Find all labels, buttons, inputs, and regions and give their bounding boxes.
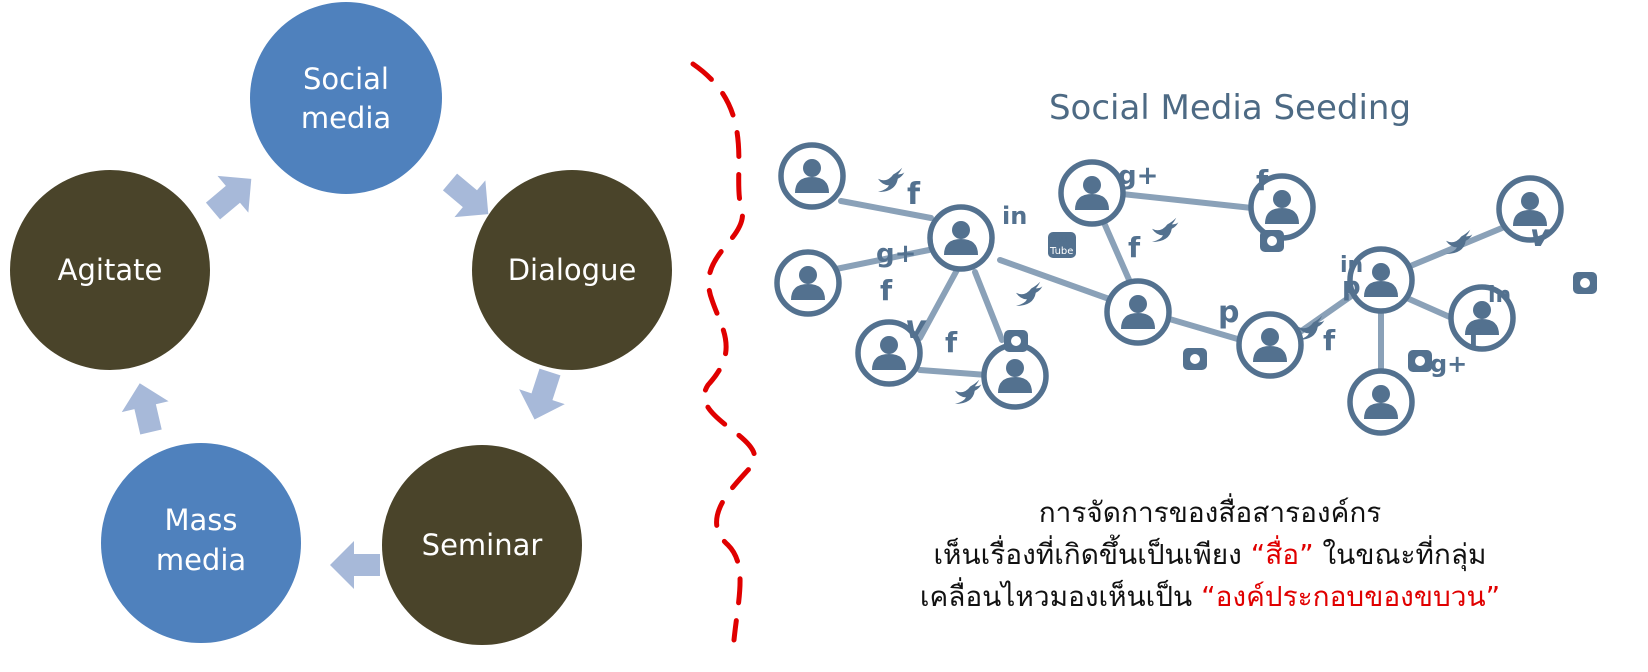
cycle-node-mass-media: Mass media xyxy=(101,443,301,643)
facebook-icon: f xyxy=(945,326,958,359)
twitter-icon xyxy=(1016,281,1043,306)
arrow-social-to-dialogue xyxy=(442,173,489,218)
red-dashed-divider xyxy=(690,61,758,643)
network-persons xyxy=(777,145,1561,433)
node-label-line1: Mass xyxy=(164,503,237,537)
twitter-icon xyxy=(1152,217,1179,242)
linkedin-icon: in xyxy=(1340,253,1363,278)
linkedin-icon: in xyxy=(1002,202,1027,230)
node-label-line2: media xyxy=(301,101,391,135)
person-icon xyxy=(1239,314,1301,376)
node-label: Dialogue xyxy=(508,253,637,287)
youtube-icon-top: You xyxy=(1049,234,1067,245)
network-link xyxy=(1163,315,1244,343)
vimeo-icon: v xyxy=(905,308,927,346)
network-link xyxy=(1405,225,1505,270)
network-link xyxy=(833,247,932,272)
person-icon xyxy=(1061,162,1123,224)
facebook-icon: f xyxy=(907,177,921,212)
node-label: Agitate xyxy=(58,253,163,287)
person-icon xyxy=(1350,371,1412,433)
caption-line-3: เคลื่อนไหวมองเห็นเป็น “องค์ประกอบของขบวน… xyxy=(860,576,1560,618)
node-circle xyxy=(472,170,672,370)
linkedin-icon: in xyxy=(1488,283,1511,308)
network-link xyxy=(917,367,990,378)
facebook-icon: f xyxy=(1323,324,1336,357)
twitter-icon xyxy=(1446,229,1473,254)
facebook-icon: f xyxy=(1128,231,1141,264)
arrow-agitate-to-social xyxy=(205,175,252,220)
caption-line-2-text-a: เห็นเรื่องที่เกิดขึ้นเป็นเพียง xyxy=(933,538,1251,571)
node-circle xyxy=(101,443,301,643)
instagram-icon-lens xyxy=(1267,236,1277,246)
instagram-icon-lens xyxy=(1415,356,1425,366)
pinterest-icon: p xyxy=(1342,272,1361,302)
person-icon xyxy=(1107,281,1169,343)
node-circle xyxy=(10,170,210,370)
facebook-icon: f xyxy=(880,274,893,307)
node-label: Seminar xyxy=(422,528,543,562)
youtube-icon-bottom: Tube xyxy=(1049,246,1073,257)
caption-line-1: การจัดการของสื่อสารองค์กร xyxy=(1038,496,1382,529)
pinterest-icon: p xyxy=(1218,295,1239,330)
arrow-seminar-to-mass xyxy=(330,541,380,589)
caption-line-2: เห็นเรื่องที่เกิดขึ้นเป็นเพียง “สื่อ” ใน… xyxy=(860,534,1560,576)
vimeo-icon: v xyxy=(1530,219,1551,254)
network-link xyxy=(972,269,1005,343)
google-plus-icon: g+ xyxy=(1118,161,1158,191)
twitter-icon xyxy=(1298,315,1325,340)
cycle-node-social-media: Social media xyxy=(250,2,442,194)
node-circle xyxy=(250,2,442,194)
network-link xyxy=(1297,289,1360,335)
twitter-icon xyxy=(878,167,905,192)
instagram-icon-lens xyxy=(1580,278,1590,288)
network-link xyxy=(917,267,960,341)
google-plus-icon: g+ xyxy=(1430,350,1467,378)
caption-highlight-movement: “องค์ประกอบของขบวน” xyxy=(1201,580,1501,613)
network-link xyxy=(1102,222,1133,285)
cycle-arrows xyxy=(121,173,565,589)
cycle-node-dialogue: Dialogue xyxy=(472,170,672,370)
facebook-icon: f xyxy=(1256,164,1269,197)
network-link xyxy=(1119,191,1255,211)
google-plus-icon: g+ xyxy=(876,239,916,269)
instagram-icon-lens xyxy=(1011,336,1021,346)
person-icon xyxy=(984,345,1046,407)
network-link xyxy=(997,257,1115,303)
person-icon xyxy=(777,252,839,314)
caption-highlight-media: “สื่อ” xyxy=(1250,538,1314,571)
cycle-node-seminar: Seminar xyxy=(382,445,582,645)
person-icon xyxy=(930,207,992,269)
caption-line-2-text-b: ในขณะที่กลุ่ม xyxy=(1313,538,1487,571)
arrow-mass-to-agitate xyxy=(121,383,169,435)
cycle-node-agitate: Agitate xyxy=(10,170,210,370)
twitter-icon xyxy=(955,379,982,404)
facebook-icon: f xyxy=(1468,320,1481,353)
arrow-dialogue-to-seminar xyxy=(519,368,565,420)
caption-line-3-text-a: เคลื่อนไหวมองเห็นเป็น xyxy=(919,580,1202,613)
social-brand-icons: f in You Tube g+ f v f g+ f f p f in p v… xyxy=(876,161,1597,404)
network-link xyxy=(838,198,934,221)
instagram-icon-lens xyxy=(1190,354,1200,364)
seeding-title: Social Media Seeding xyxy=(1048,88,1412,128)
node-circle xyxy=(382,445,582,645)
youtube-icon xyxy=(1048,232,1076,258)
node-label-line1: Social xyxy=(303,62,389,96)
node-label-line2: media xyxy=(156,543,246,577)
caption-block: การจัดการของสื่อสารองค์กร เห็นเรื่องที่เ… xyxy=(860,492,1560,618)
person-icon xyxy=(781,145,843,207)
